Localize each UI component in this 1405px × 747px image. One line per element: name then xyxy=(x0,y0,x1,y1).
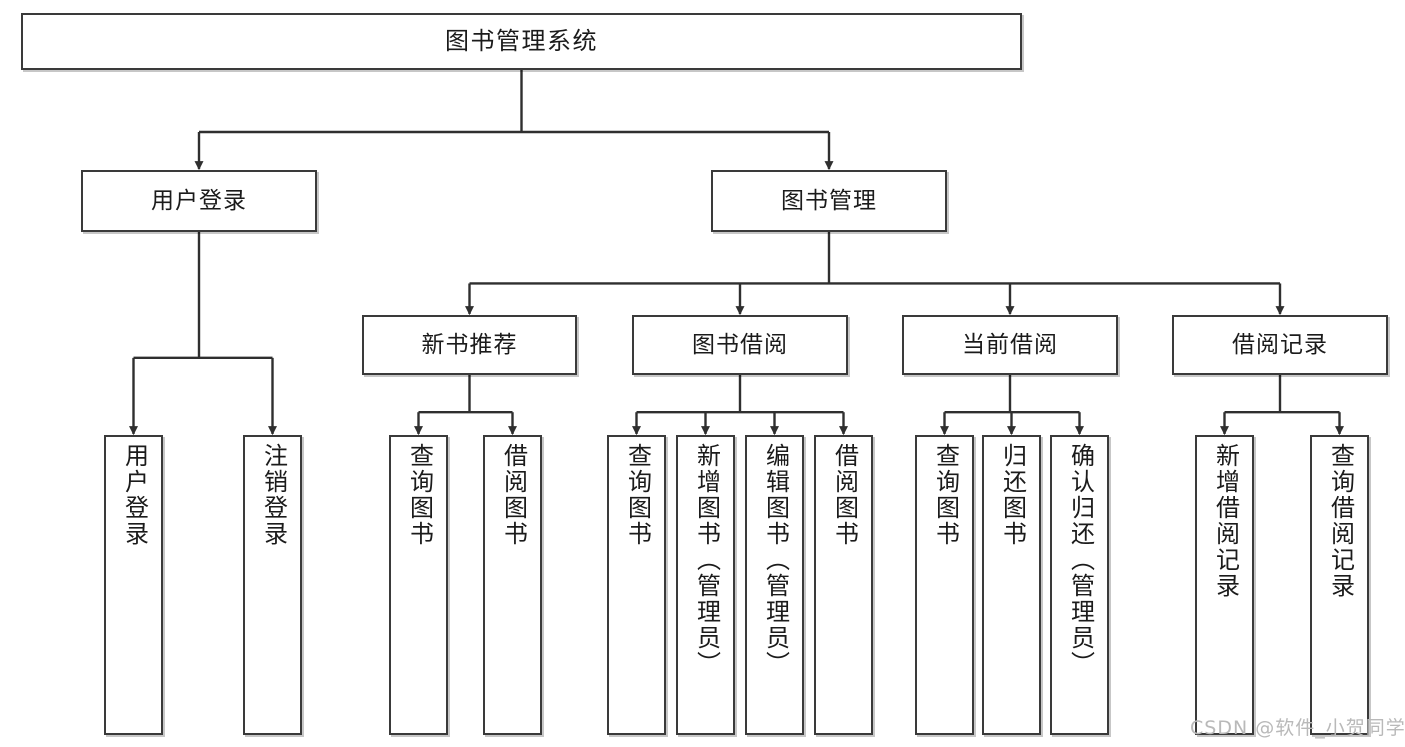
node-label: 用户登录 xyxy=(151,187,247,214)
node-label: 借阅图书 xyxy=(499,443,528,547)
node-label: 查询图书 xyxy=(405,443,434,547)
node-current-borrow: 当前借阅 xyxy=(902,315,1118,375)
node-leaf-query-book-borrow: 查询图书 xyxy=(607,435,666,735)
node-label: 新增图书（管理员） xyxy=(692,443,721,677)
node-label: 归还图书 xyxy=(998,443,1027,547)
node-label: 用户登录 xyxy=(120,443,149,547)
node-book-manage: 图书管理 xyxy=(711,170,947,232)
node-leaf-add-borrow-record: 新增借阅记录 xyxy=(1195,435,1254,735)
node-new-book-recommend: 新书推荐 xyxy=(362,315,577,375)
node-leaf-query-book-current: 查询图书 xyxy=(915,435,974,735)
node-label: 查询图书 xyxy=(623,443,652,547)
node-leaf-return-book: 归还图书 xyxy=(982,435,1041,735)
node-leaf-logout-login: 注销登录 xyxy=(243,435,302,735)
node-leaf-add-book-admin: 新增图书（管理员） xyxy=(676,435,735,735)
csdn-watermark: CSDN @软件_小贺同学 xyxy=(1190,717,1405,739)
node-root: 图书管理系统 xyxy=(21,13,1022,70)
node-label: 编辑图书（管理员） xyxy=(761,443,790,677)
node-leaf-query-book-new: 查询图书 xyxy=(389,435,448,735)
node-label: 查询图书 xyxy=(931,443,960,547)
node-leaf-borrow-book-new: 借阅图书 xyxy=(483,435,542,735)
node-borrow-record: 借阅记录 xyxy=(1172,315,1388,375)
node-label: 借阅记录 xyxy=(1232,331,1328,358)
node-label: 图书管理系统 xyxy=(445,26,598,55)
node-leaf-query-borrow-record: 查询借阅记录 xyxy=(1310,435,1369,735)
node-label: 新增借阅记录 xyxy=(1211,443,1240,599)
node-label: 新书推荐 xyxy=(421,331,518,358)
node-leaf-borrow-book: 借阅图书 xyxy=(814,435,873,735)
node-label: 查询借阅记录 xyxy=(1326,443,1355,599)
node-book-borrow: 图书借阅 xyxy=(632,315,848,375)
node-leaf-edit-book-admin: 编辑图书（管理员） xyxy=(745,435,804,735)
node-label: 注销登录 xyxy=(259,443,288,547)
node-user-login: 用户登录 xyxy=(81,170,317,232)
node-leaf-user-login: 用户登录 xyxy=(104,435,163,735)
node-label: 图书管理 xyxy=(781,187,877,214)
node-leaf-confirm-return-admin: 确认归还（管理员） xyxy=(1050,435,1109,735)
node-label: 图书借阅 xyxy=(692,331,788,358)
node-label: 当前借阅 xyxy=(962,331,1058,358)
node-label: 确认归还（管理员） xyxy=(1066,443,1095,677)
node-label: 借阅图书 xyxy=(830,443,859,547)
